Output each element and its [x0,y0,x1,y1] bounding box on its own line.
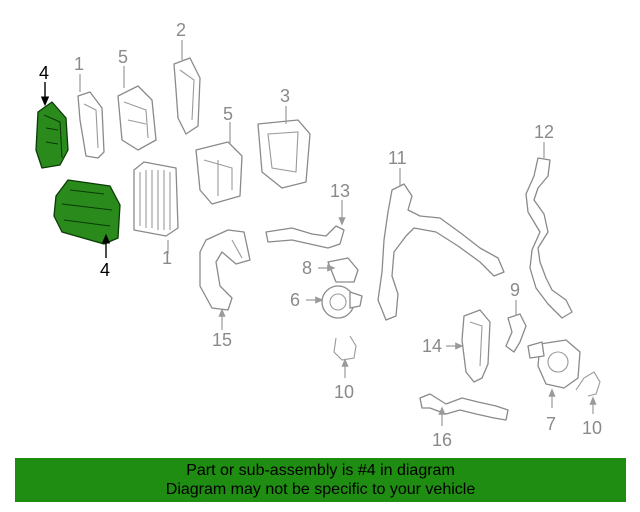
part-11[interactable] [377,183,505,321]
callout-9[interactable]: 9 [510,280,520,300]
callout-1-upper[interactable]: 1 [74,54,84,74]
banner-line-2: Diagram may not be specific to your vehi… [165,481,476,498]
part-3[interactable] [257,119,311,189]
part-12[interactable] [525,157,573,319]
part-6[interactable] [321,285,363,319]
callout-8[interactable]: 8 [302,258,312,278]
callout-7[interactable]: 7 [546,414,556,434]
callout-13[interactable]: 13 [330,181,350,201]
callout-10-left[interactable]: 10 [334,382,354,402]
part-8[interactable] [327,257,359,283]
part-10-right[interactable] [575,371,601,397]
callout-14[interactable]: 14 [422,336,442,356]
callout-15[interactable]: 15 [212,330,232,350]
callout-4-bottom[interactable]: 4 [100,260,110,280]
callout-10-right[interactable]: 10 [582,418,602,438]
info-banner: Part or sub-assembly is #4 in diagram Di… [15,458,626,502]
part-1-upper[interactable] [77,91,105,159]
callout-3[interactable]: 3 [280,86,290,106]
callout-12[interactable]: 12 [534,122,554,142]
callout-6[interactable]: 6 [290,290,300,310]
part-13[interactable] [265,225,345,249]
part-10-left[interactable] [333,335,357,361]
callout-5-upper[interactable]: 5 [118,47,128,67]
part-9[interactable] [505,313,527,353]
part-4-upper-highlighted[interactable] [35,101,69,169]
part-4-lower-highlighted[interactable] [53,179,121,245]
part-7[interactable] [527,339,581,389]
callout-4-top[interactable]: 4 [39,63,49,83]
part-14[interactable] [461,309,491,383]
part-5-lower[interactable] [195,141,243,205]
part-1-lower[interactable] [133,161,179,237]
callout-5-lower[interactable]: 5 [223,104,233,124]
part-15[interactable] [199,229,251,311]
part-16[interactable] [419,393,509,421]
callout-2[interactable]: 2 [176,20,186,40]
part-2[interactable] [173,57,201,135]
banner-line-1: Part or sub-assembly is #4 in diagram [186,462,455,479]
callout-11[interactable]: 11 [388,148,407,168]
callout-16[interactable]: 16 [432,430,452,450]
part-5-upper[interactable] [117,85,157,151]
parts-diagram: 4 4 1 5 2 1 5 3 [35,20,602,450]
callout-1-lower[interactable]: 1 [162,248,172,268]
